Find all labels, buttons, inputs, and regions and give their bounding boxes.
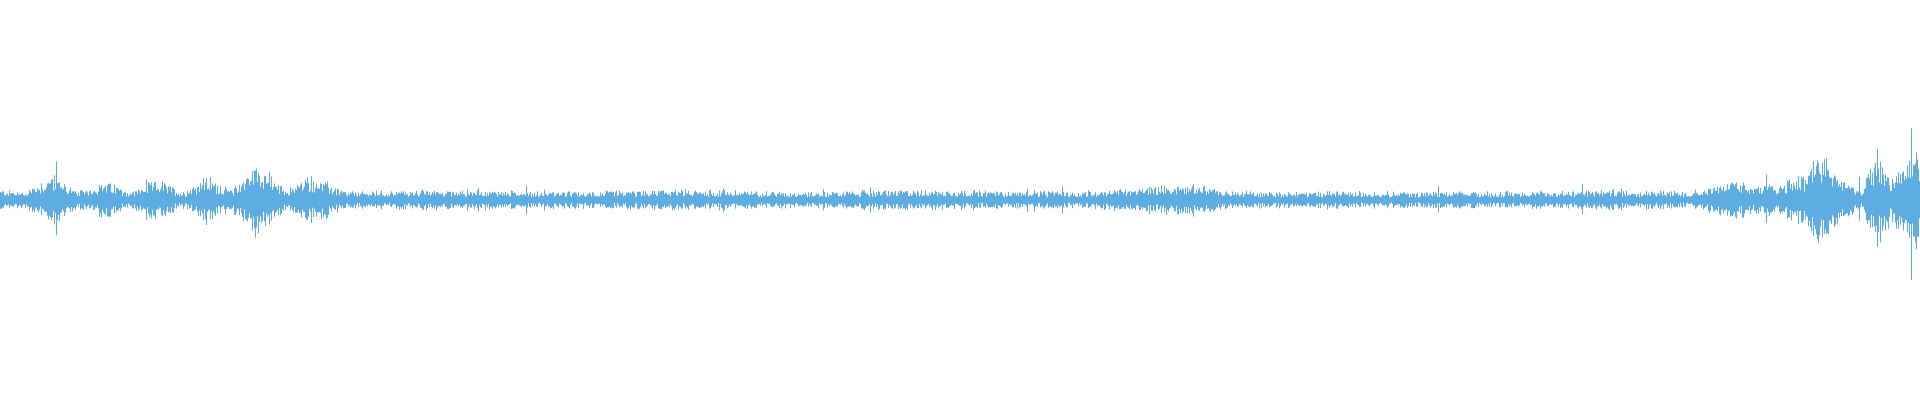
waveform-path: [0, 128, 1920, 281]
waveform-samples: [0, 128, 1920, 281]
